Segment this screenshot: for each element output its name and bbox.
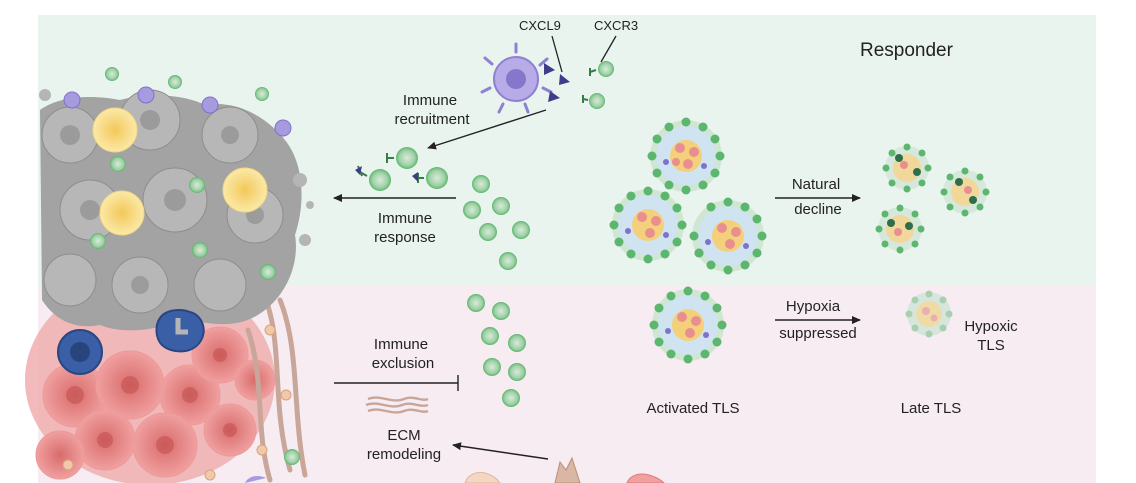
ecm-fibers <box>365 396 429 414</box>
fibroblast-nuclei <box>62 324 292 481</box>
cxcr3-label: CXCR3 <box>594 18 638 33</box>
immune-exclusion-inhibition <box>334 375 459 391</box>
natural-decline-label-2: decline <box>794 201 842 218</box>
immune-recruitment-label-1: Immune <box>403 92 457 109</box>
recruited-t-cells <box>355 147 448 191</box>
activated-tls-top <box>609 117 767 275</box>
effector-t-cells-bottom <box>467 294 526 407</box>
ecm-remodeling-label-2: remodeling <box>367 446 441 463</box>
activated-tls-label: Activated TLS <box>646 400 739 417</box>
tumor-red-mass <box>25 275 276 483</box>
hypoxic-tls <box>905 290 953 338</box>
hypoxia-suppressed-label-2: suppressed <box>779 325 857 342</box>
yellow-cells <box>92 107 268 236</box>
chemokine-cxcl9 <box>544 63 570 102</box>
immune-recruitment-label-2: recruitment <box>394 111 470 128</box>
stroma-fibers <box>245 287 308 483</box>
blue-cells <box>57 309 205 375</box>
effector-t-cells-top <box>463 175 530 270</box>
activated-tls-bottom <box>649 286 727 364</box>
dendritic-cell <box>480 42 553 114</box>
cxcl9-pointer <box>551 35 563 73</box>
hypoxic-tls-label-1: Hypoxic <box>964 318 1018 335</box>
ecm-remodeling-label-1: ECM <box>387 427 420 444</box>
natural-decline-label-1: Natural <box>792 176 840 193</box>
late-tls-label: Late TLS <box>901 400 962 417</box>
immune-exclusion-label-1: Immune <box>374 336 428 353</box>
hypoxic-tls-label-2: TLS <box>977 337 1005 354</box>
cxcr3-pointer <box>600 35 617 63</box>
bottom-edge-cells <box>245 456 665 483</box>
cxcl9-label: CXCL9 <box>519 18 561 33</box>
ecm-remodeling-arrow <box>452 442 549 460</box>
infiltrating-cells-top <box>63 67 292 137</box>
immune-recruitment-arrow <box>427 109 547 150</box>
declined-tls-top <box>875 143 990 254</box>
responder-label: Responder <box>860 40 954 61</box>
immune-exclusion-label-2: exclusion <box>372 355 435 372</box>
cxcr3-receptor-cells <box>582 61 614 109</box>
immune-response-label-1: Immune <box>378 210 432 227</box>
tumor-t-cells <box>90 156 300 465</box>
immune-response-label-2: response <box>374 229 436 246</box>
hypoxia-suppressed-label-1: Hypoxia <box>786 298 841 315</box>
